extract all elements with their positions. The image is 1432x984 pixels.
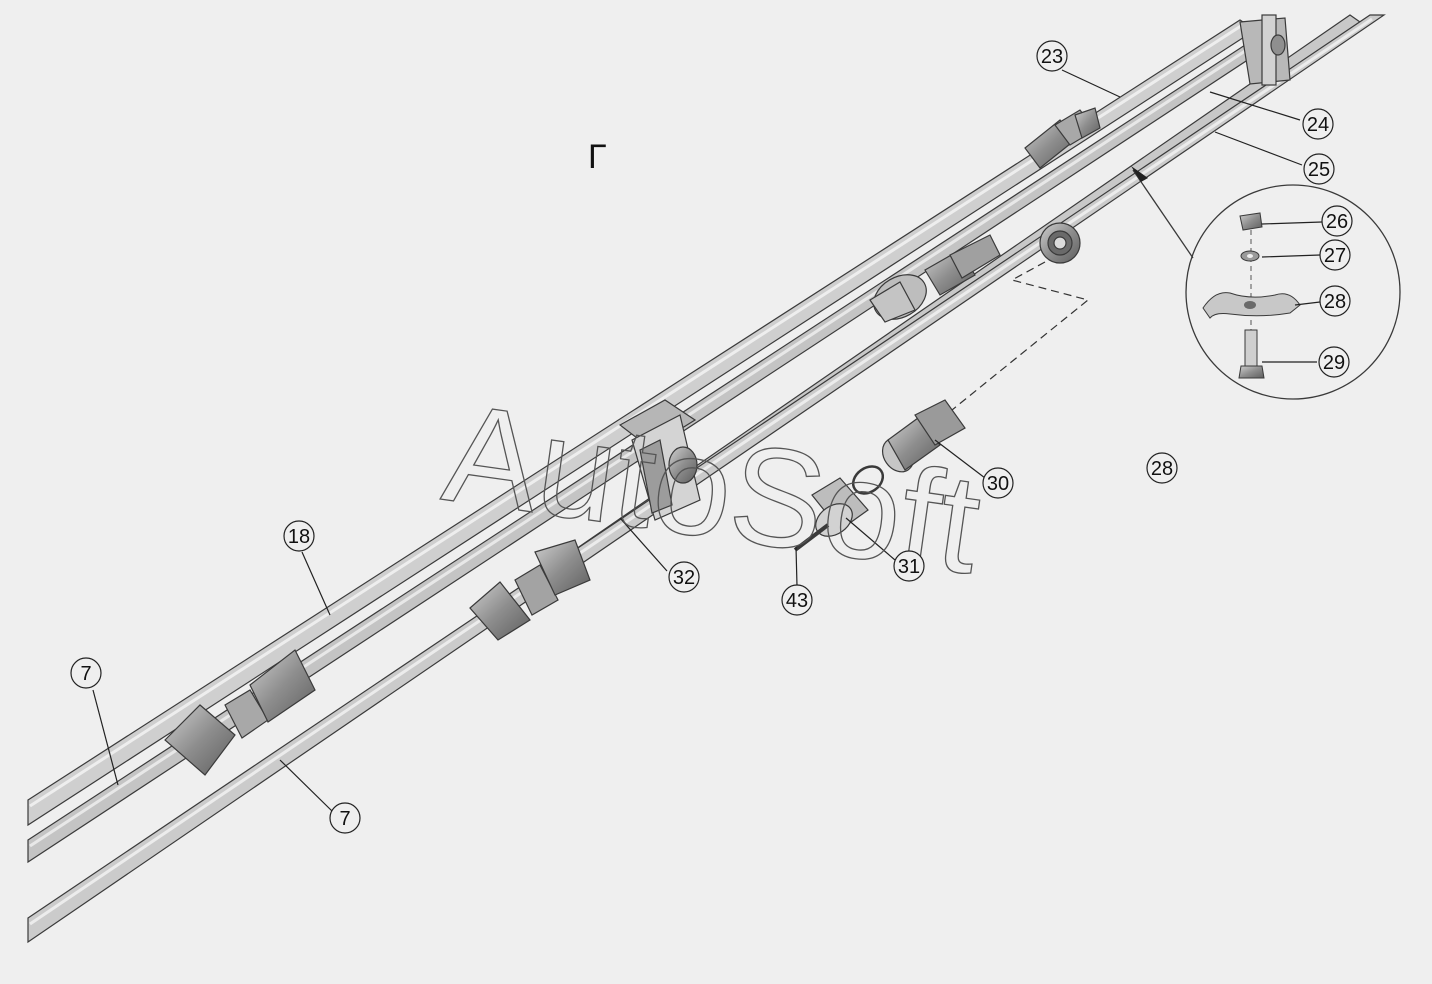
cap-31	[811, 477, 869, 537]
oring-31	[851, 465, 885, 495]
callout-23-label: 23	[1041, 46, 1063, 68]
coupling-30	[881, 399, 966, 473]
callout-28-standalone: 28	[1146, 452, 1178, 484]
callout-24: 24	[1302, 108, 1334, 140]
callout-7-upper: 7	[70, 657, 102, 689]
callout-43-label: 43	[786, 590, 808, 612]
leader-lines	[92, 69, 1323, 813]
detail-circle	[1131, 166, 1401, 400]
callout-24-label: 24	[1307, 114, 1329, 136]
fitting-open-end	[1039, 222, 1081, 264]
callout-18: 18	[283, 520, 315, 552]
fitting-lower-left	[164, 649, 316, 776]
callout-28-detail: 28	[1319, 285, 1351, 317]
callout-26-label: 26	[1326, 211, 1348, 233]
callout-43: 43	[781, 584, 813, 616]
callout-25: 25	[1303, 153, 1335, 185]
fitting-middle-upper	[869, 234, 1001, 323]
callout-30-label: 30	[987, 473, 1009, 495]
callout-7-upper-label: 7	[80, 663, 91, 685]
callout-28-detail-label: 28	[1324, 291, 1346, 313]
fitting-lower-middle	[469, 539, 591, 641]
callout-30: 30	[982, 467, 1014, 499]
callout-26: 26	[1321, 205, 1353, 237]
callout-31: 31	[893, 550, 925, 582]
callout-27-label: 27	[1324, 245, 1346, 267]
callout-7-lower-label: 7	[339, 808, 350, 830]
callout-18-label: 18	[288, 526, 310, 548]
callout-31-label: 31	[898, 556, 920, 578]
callout-29-label: 29	[1323, 352, 1345, 374]
top-bracket	[1239, 14, 1291, 86]
pin-43	[793, 523, 830, 552]
fitting-23	[1024, 107, 1101, 169]
callouts: 23 24 25 26 27 28 29 30	[70, 40, 1353, 834]
callout-32: 32	[668, 561, 700, 593]
callout-27: 27	[1319, 239, 1351, 271]
callout-29: 29	[1318, 346, 1350, 378]
callout-32-label: 32	[673, 567, 695, 589]
callout-28-standalone-label: 28	[1151, 458, 1173, 480]
callout-23: 23	[1036, 40, 1068, 72]
clamp-32	[618, 399, 701, 521]
assembly-dashed-line	[951, 261, 1090, 411]
callout-7-lower: 7	[329, 802, 361, 834]
view-letter: Г	[588, 138, 606, 176]
callout-25-label: 25	[1308, 159, 1330, 181]
